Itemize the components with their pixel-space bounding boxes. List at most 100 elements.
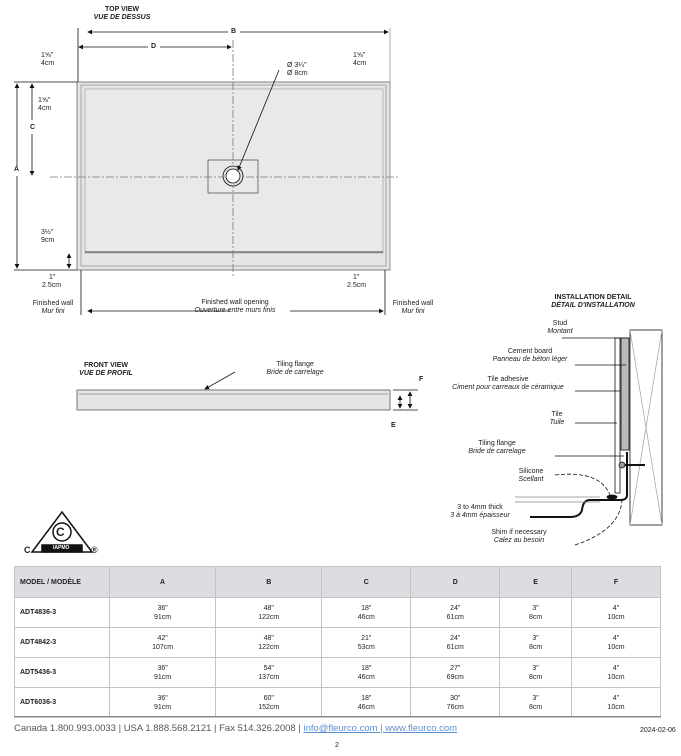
- flange-right-cm: 4cm: [353, 60, 367, 67]
- value-cm: 46cm: [357, 673, 375, 681]
- value-cm: 61cm: [446, 613, 464, 621]
- value-cm: 10cm: [607, 643, 625, 651]
- value-inches: 4": [612, 664, 620, 672]
- dimension-cell: 48"122cm: [215, 597, 323, 628]
- lip-in: 3½": [41, 229, 54, 236]
- value-inches: 36": [157, 694, 168, 702]
- dimension-d-label: D: [151, 43, 157, 50]
- tile-label-fr: Tuile: [549, 419, 565, 426]
- model-cell: ADT5436-3: [14, 657, 110, 688]
- tile-adhesive-label-fr: Ciment pour carreaux de céramique: [452, 384, 564, 391]
- lip-cm: 9cm: [41, 237, 55, 244]
- dimension-cell: 21"53cm: [321, 627, 412, 658]
- value-cm: 46cm: [357, 703, 375, 711]
- drain-diameter-cm: Ø 8cm: [287, 70, 308, 77]
- footer-contact: Canada 1.800.993.0033 | USA 1.888.568.21…: [14, 723, 457, 734]
- dimension-cell: 3"8cm: [499, 657, 572, 688]
- wall-right-cm: 2.5cm: [347, 282, 367, 289]
- dimension-cell: 18"46cm: [321, 597, 412, 628]
- dimension-cell: 3"8cm: [499, 687, 572, 718]
- finished-wall-right-fr: Mur fini: [401, 308, 425, 315]
- value-inches: 4": [612, 694, 620, 702]
- tiling-flange-detail-label-fr: Bride de carrelage: [468, 448, 526, 455]
- dimension-e-label: E: [391, 422, 396, 429]
- flange-left-in: 1⅝": [41, 52, 54, 59]
- dimension-cell: 18"46cm: [321, 687, 412, 718]
- dimension-cell: 36"91cm: [108, 687, 217, 718]
- value-cm: 69cm: [446, 673, 464, 681]
- value-cm: 152cm: [258, 703, 280, 711]
- footer-divider: [14, 716, 661, 717]
- value-cm: 8cm: [528, 703, 543, 711]
- dimension-b-label: B: [231, 28, 237, 35]
- install-detail-title-fr: DÉTAIL D'INSTALLATION: [551, 302, 635, 309]
- value-cm: 46cm: [357, 613, 375, 621]
- flange-right-in: 1⅝": [353, 52, 366, 59]
- dimension-cell: 42"107cm: [108, 627, 217, 658]
- value-inches: 3": [532, 634, 539, 642]
- dimension-cell: 30"76cm: [410, 687, 501, 718]
- document-date: 2024-02-06: [640, 727, 676, 734]
- finished-wall-right: Finished wall: [392, 300, 434, 307]
- value-inches: 36": [157, 604, 168, 612]
- website-link[interactable]: www.fleurco.com: [385, 723, 458, 734]
- wall-left-in: 1": [49, 274, 56, 281]
- dimension-cell: 24"61cm: [410, 597, 501, 628]
- logo-c: C: [56, 525, 65, 539]
- email-link[interactable]: info@fleurco.com: [303, 723, 378, 734]
- value-cm: 137cm: [258, 673, 280, 681]
- tiling-flange-label-fr: Bride de carrelage: [266, 369, 324, 376]
- wall-opening-label: Finished wall opening: [201, 299, 269, 306]
- dimension-cell: 3"8cm: [499, 627, 572, 658]
- value-inches: 4": [612, 604, 620, 612]
- value-inches: 3": [532, 664, 539, 672]
- dimension-cell: 54"137cm: [215, 657, 323, 688]
- front-view-title-fr: VUE DE PROFIL: [79, 370, 133, 377]
- shim-label-fr: Calez au besoin: [493, 537, 545, 544]
- page-number: 2: [335, 742, 339, 749]
- thickness-label-fr: 3 à 4mm épaisseur: [450, 512, 510, 519]
- value-cm: 8cm: [528, 673, 543, 681]
- contact-phones: Canada 1.800.993.0033 | USA 1.888.568.21…: [14, 723, 304, 734]
- logo-registered: ®: [91, 545, 98, 555]
- model-cell: ADT4836-3: [14, 597, 110, 628]
- dimension-cell: 4"10cm: [570, 657, 662, 688]
- dimension-cell: 36"91cm: [108, 657, 217, 688]
- value-cm: 10cm: [607, 703, 625, 711]
- model-cell: ADT4842-3: [14, 627, 110, 658]
- tiling-flange-detail-label: Tiling flange: [478, 440, 516, 447]
- value-cm: 61cm: [446, 643, 464, 651]
- value-inches: 30": [450, 694, 461, 702]
- value-cm: 91cm: [154, 673, 172, 681]
- value-cm: 76cm: [446, 703, 464, 711]
- value-inches: 24": [450, 604, 461, 612]
- value-inches: 4": [612, 634, 620, 642]
- value-cm: 53cm: [357, 643, 375, 651]
- top-view-title: TOP VIEW: [105, 6, 139, 13]
- silicone-label-fr: Scellant: [518, 476, 544, 483]
- tile-adhesive-label: Tile adhesive: [487, 376, 529, 383]
- install-detail-title: INSTALLATION DETAIL: [554, 294, 632, 301]
- value-inches: 3": [532, 604, 539, 612]
- value-inches: 42": [157, 634, 168, 642]
- drain-diameter-in: Ø 3¼": [287, 62, 307, 69]
- value-cm: 10cm: [607, 613, 625, 621]
- column-header: MODEL / MODÈLE: [14, 566, 110, 598]
- dimension-c-label: C: [30, 124, 36, 131]
- technical-drawing: [14, 28, 663, 553]
- stud-label: Stud: [552, 320, 568, 327]
- tile-label: Tile: [551, 411, 563, 418]
- front-view-drawing: [76, 371, 418, 411]
- column-header: B: [215, 566, 323, 598]
- link-separator: |: [377, 723, 386, 734]
- cement-board-label-fr: Panneau de béton léger: [492, 356, 568, 363]
- column-header: E: [499, 566, 572, 598]
- finished-wall-left-fr: Mur fini: [41, 308, 65, 315]
- value-cm: 122cm: [258, 613, 280, 621]
- value-inches: 18": [361, 664, 372, 672]
- finished-wall-left: Finished wall: [32, 300, 74, 307]
